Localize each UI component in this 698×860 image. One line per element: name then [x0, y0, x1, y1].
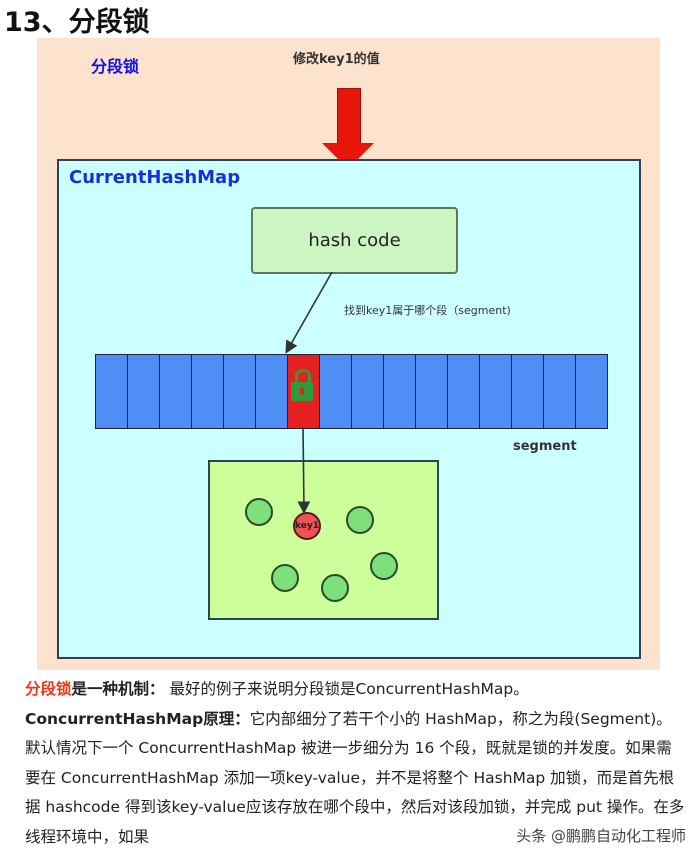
segment-cell: [448, 355, 480, 428]
segment-array: [95, 354, 608, 429]
modify-key-label: 修改key1的值: [293, 52, 380, 67]
segment-cell: [512, 355, 544, 428]
segment-cell: [224, 355, 256, 428]
hash-to-segment-arrow: [285, 271, 333, 354]
segment-cell: [128, 355, 160, 428]
segment-to-key-arrow: [297, 426, 311, 515]
segment-cell: [480, 355, 512, 428]
hash-code-box: hash code: [251, 207, 458, 274]
concurrent-hashmap-box: CurrentHashMap hash code 找到key1属于哪个段（seg…: [57, 159, 641, 659]
segment-cell: [544, 355, 576, 428]
segment-cell: [320, 355, 352, 428]
paragraph-1-text: 最好的例子来说明分段锁是ConcurrentHashMap。: [164, 680, 529, 698]
find-segment-label: 找到key1属于哪个段（segment): [344, 304, 511, 317]
entry-node: [370, 552, 398, 580]
hashmap-label: CurrentHashMap: [69, 167, 241, 188]
segment-lock-term: 分段锁: [25, 680, 72, 698]
principle-label: ConcurrentHashMap原理：: [25, 709, 250, 728]
segment-cell: [96, 355, 128, 428]
entry-node: [321, 574, 349, 602]
segment-label: segment: [513, 439, 577, 454]
paragraph-2-text: 它内部细分了若干个小的 HashMap，称之为段(Segment)。 默认情况下…: [25, 709, 685, 846]
segment-cell: [160, 355, 192, 428]
segment-cell: [576, 355, 607, 428]
segment-bucket: key1: [208, 460, 439, 620]
lock-icon: [291, 369, 313, 403]
segment-cell: [192, 355, 224, 428]
paragraph-2: ConcurrentHashMap原理：它内部细分了若干个小的 HashMap，…: [25, 705, 685, 853]
page-heading: 13、分段锁: [4, 7, 150, 38]
entry-node: [346, 506, 374, 534]
entry-node: [245, 498, 273, 526]
segment-cell: [384, 355, 416, 428]
hash-code-label: hash code: [308, 230, 401, 251]
key1-label: key1: [295, 521, 319, 531]
segment-cell: [352, 355, 384, 428]
paragraph-1: 分段锁是一种机制： 最好的例子来说明分段锁是ConcurrentHashMap。: [25, 675, 685, 705]
locked-segment: [288, 355, 320, 428]
mechanism-label: 是一种机制：: [71, 680, 165, 698]
explanation-text: 分段锁是一种机制： 最好的例子来说明分段锁是ConcurrentHashMap。…: [25, 675, 685, 852]
watermark: 头条 @鹏鹏自动化工程师: [516, 825, 686, 846]
diagram-title: 分段锁: [91, 57, 140, 76]
segment-lock-diagram: 分段锁 修改key1的值 CurrentHashMap hash code 找到…: [37, 38, 660, 670]
segment-cell: [256, 355, 288, 428]
connector-arrows: [285, 271, 333, 515]
entry-node: [271, 564, 299, 592]
down-arrow-shaft: [337, 88, 361, 145]
segment-cell: [416, 355, 448, 428]
